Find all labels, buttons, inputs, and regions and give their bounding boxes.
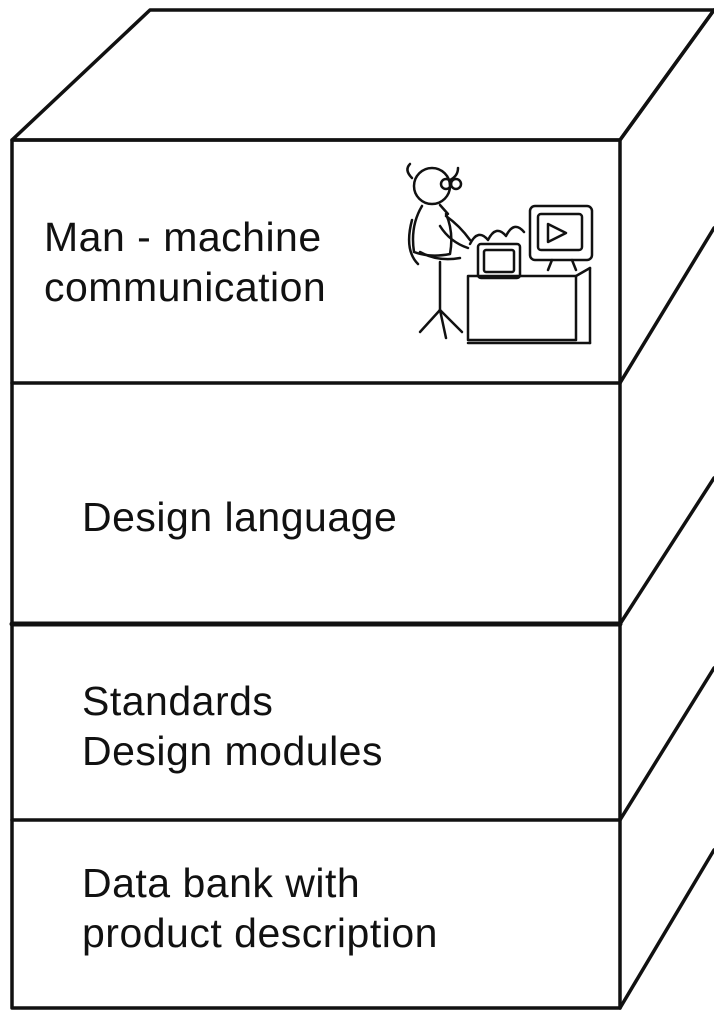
layer-man-machine-communication: Man - machine communication <box>44 212 326 312</box>
side-edge-1 <box>618 226 714 385</box>
layer-label-line: communication <box>44 264 327 310</box>
layer-label-line: product description <box>82 910 438 956</box>
man-at-computer-illustration <box>406 162 594 345</box>
layer-label-line: Standards <box>82 678 274 724</box>
side-edge-3 <box>618 666 714 822</box>
side-edge-top <box>618 8 714 142</box>
side-edge-bottom <box>618 848 714 1010</box>
layer-label-line: Man - machine <box>44 214 322 260</box>
stack-top-face <box>10 8 714 142</box>
layer-label-line: Design modules <box>82 728 383 774</box>
side-edge-2 <box>618 476 714 626</box>
layer-design-language: Design language <box>82 492 397 542</box>
layer-data-bank: Data bank with product description <box>82 858 438 958</box>
layer-standards-design-modules: Standards Design modules <box>82 676 383 776</box>
stack-front-face <box>10 138 622 1010</box>
layer-label-line: Data bank with <box>82 860 361 906</box>
layer-label-line: Design language <box>82 494 398 540</box>
